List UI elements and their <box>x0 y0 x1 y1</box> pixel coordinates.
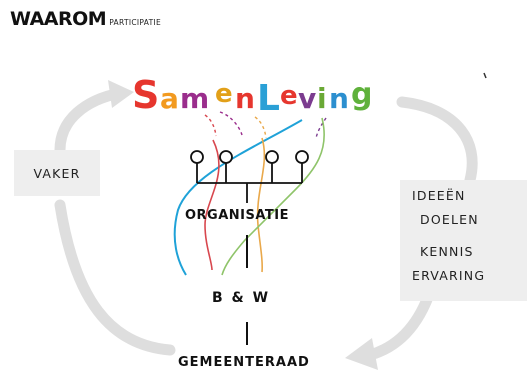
title-main: WAAROM <box>10 8 107 30</box>
letter-i: i <box>317 82 327 115</box>
thread-red <box>204 139 220 271</box>
title-subtitle: PARTICIPATIE <box>109 18 162 27</box>
letter-n2: n <box>329 82 349 115</box>
drip-purple <box>219 111 243 136</box>
drip-violet <box>315 117 327 139</box>
letter-L: L <box>257 78 280 119</box>
arrow-head-bottom <box>345 338 378 370</box>
org-chart <box>190 150 309 345</box>
letter-v: v <box>298 82 316 115</box>
box-inputs: IDEEËN DOELEN KENNIS ERVARING <box>400 180 527 301</box>
person-head-4 <box>295 150 309 164</box>
ink-mark <box>483 72 487 79</box>
thread-orange <box>256 137 266 273</box>
drip-orange <box>254 116 267 139</box>
letter-g: g <box>351 77 372 112</box>
letter-e2: e <box>280 81 298 111</box>
arrow-right-top <box>396 96 478 186</box>
label-organisatie: ORGANISATIE <box>185 208 290 223</box>
letter-S: S <box>132 73 159 117</box>
person-head-1 <box>190 150 204 164</box>
label-college-bw: B & W <box>212 290 271 306</box>
letter-n1: n <box>235 82 255 115</box>
thread-blue <box>173 119 303 276</box>
samenleving-word: S a m e n L e v i n g <box>132 73 372 119</box>
arrow-left-top <box>54 87 126 156</box>
input-doelen: DOELEN <box>420 212 479 227</box>
letter-e1: e <box>215 79 233 109</box>
person-head-3 <box>265 150 279 164</box>
input-ideeen: IDEEËN <box>412 188 466 203</box>
arrow-head-top <box>108 80 134 108</box>
person-head-2 <box>219 150 233 164</box>
box-vaker: VAKER <box>14 150 100 196</box>
box-vaker-label: VAKER <box>33 165 81 181</box>
letter-a: a <box>160 82 179 115</box>
input-ervaring: ERVARING <box>412 268 486 283</box>
letter-m: m <box>180 82 209 115</box>
thread-green <box>221 117 325 276</box>
page-title: WAAROM PARTICIPATIE <box>10 8 161 30</box>
arrow-left-bottom <box>54 199 176 356</box>
input-kennis: KENNIS <box>420 244 474 259</box>
label-gemeenteraad: GEMEENTERAAD <box>178 355 310 370</box>
drip-red <box>204 114 217 137</box>
